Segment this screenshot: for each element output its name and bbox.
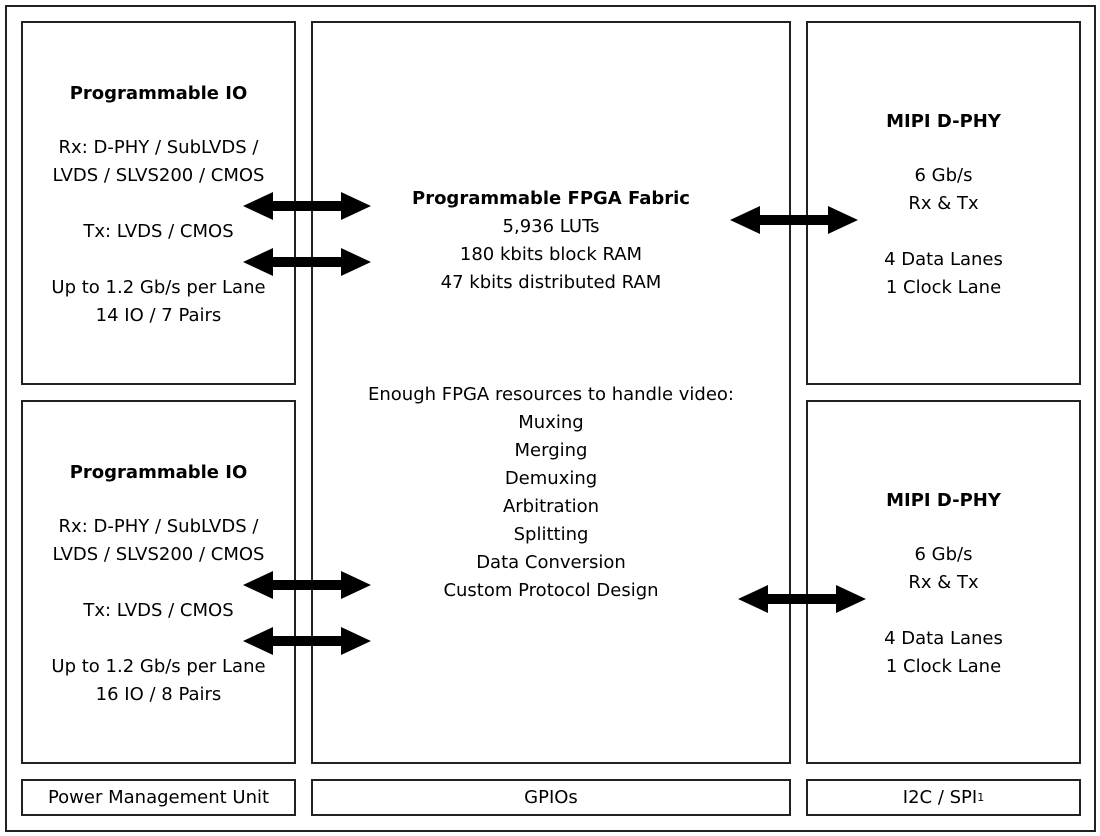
pairs-line: 14 IO / 7 Pairs [95,305,222,326]
resource-item: Custom Protocol Design [443,580,659,601]
speed-line: Up to 1.2 Gb/s per Lane [51,277,266,298]
mipi-dphy-bottom-box: MIPI D-PHY 6 Gb/s Rx & Tx 4 Data Lanes 1… [806,400,1081,764]
rx-line-2: LVDS / SLVS200 / CMOS [52,544,265,565]
programmable-io-bottom-title: Programmable IO [69,462,248,483]
mipi-dphy-bottom-title: MIPI D-PHY [886,490,1001,511]
mipi-dphy-top-rate: 6 Gb/s Rx & Tx [808,162,1079,218]
spec-block-ram: 180 kbits block RAM [459,244,643,265]
data-lanes-line: 4 Data Lanes [884,249,1003,270]
resource-item: Data Conversion [476,552,626,573]
bidirectional-arrow-icon [243,192,371,220]
mipi-dphy-top-title: MIPI D-PHY [886,111,1001,132]
programmable-io-bottom-tx: Tx: LVDS / CMOS [83,600,234,621]
power-management-unit-label: Power Management Unit [47,787,270,808]
data-lanes-line: 4 Data Lanes [884,628,1003,649]
direction-line: Rx & Tx [908,572,979,593]
rx-line-2: LVDS / SLVS200 / CMOS [52,165,265,186]
power-management-unit-box: Power Management Unit [21,779,296,816]
rate-line: 6 Gb/s [914,544,973,565]
programmable-io-top-rx: Rx: D-PHY / SubLVDS / LVDS / SLVS200 / C… [23,134,294,190]
gpios-box: GPIOs [311,779,791,816]
fpga-resources-list: Muxing Merging Demuxing Arbitration Spli… [313,409,789,605]
direction-line: Rx & Tx [908,193,979,214]
fpga-resources-heading: Enough FPGA resources to handle video: [368,384,734,405]
mipi-dphy-bottom-lanes: 4 Data Lanes 1 Clock Lane [808,625,1079,681]
bidirectional-arrow-icon [243,627,371,655]
mipi-dphy-bottom-rate: 6 Gb/s Rx & Tx [808,541,1079,597]
mipi-dphy-top-box: MIPI D-PHY 6 Gb/s Rx & Tx 4 Data Lanes 1… [806,21,1081,385]
bidirectional-arrow-icon [243,571,371,599]
bidirectional-arrow-icon [738,585,866,613]
spec-luts: 5,936 LUTs [502,216,600,237]
pairs-line: 16 IO / 8 Pairs [95,684,222,705]
programmable-io-bottom-speed: Up to 1.2 Gb/s per Lane 16 IO / 8 Pairs [23,653,294,709]
i2c-spi-text: I2C / SPI [902,787,978,808]
speed-line: Up to 1.2 Gb/s per Lane [51,656,266,677]
fpga-fabric-specs: 5,936 LUTs 180 kbits block RAM 47 kbits … [313,213,789,297]
clock-lane-line: 1 Clock Lane [885,656,1002,677]
programmable-io-top-title: Programmable IO [69,83,248,104]
programmable-io-bottom-rx: Rx: D-PHY / SubLVDS / LVDS / SLVS200 / C… [23,513,294,569]
i2c-spi-footnote: 1 [977,791,985,804]
resource-item: Splitting [513,524,589,545]
rx-line-1: Rx: D-PHY / SubLVDS / [58,137,259,158]
resource-item: Arbitration [502,496,600,517]
bidirectional-arrow-icon [730,206,858,234]
fpga-fabric-box: Programmable FPGA Fabric 5,936 LUTs 180 … [311,21,791,764]
bidirectional-arrow-icon [243,248,371,276]
resource-item: Merging [514,440,588,461]
programmable-io-top-box: Programmable IO Rx: D-PHY / SubLVDS / LV… [21,21,296,385]
mipi-dphy-top-lanes: 4 Data Lanes 1 Clock Lane [808,246,1079,302]
resource-item: Muxing [518,412,584,433]
block-diagram-frame [5,5,1096,832]
resource-item: Demuxing [504,468,598,489]
rate-line: 6 Gb/s [914,165,973,186]
clock-lane-line: 1 Clock Lane [885,277,1002,298]
rx-line-1: Rx: D-PHY / SubLVDS / [58,516,259,537]
spec-distributed-ram: 47 kbits distributed RAM [440,272,662,293]
fpga-fabric-title: Programmable FPGA Fabric [412,188,690,209]
gpios-label: GPIOs [524,787,578,808]
programmable-io-top-speed: Up to 1.2 Gb/s per Lane 14 IO / 7 Pairs [23,274,294,330]
programmable-io-top-tx: Tx: LVDS / CMOS [83,221,234,242]
